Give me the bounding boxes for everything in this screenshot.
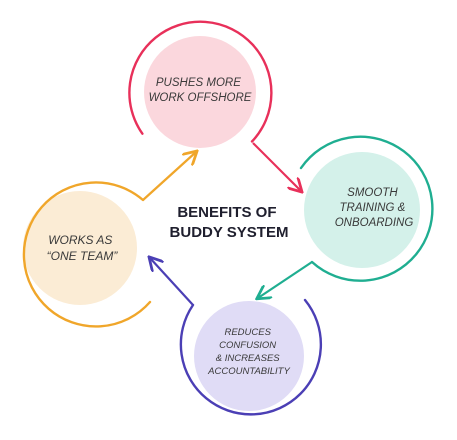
svg-text:WORKS AS “ONE TEAM”: WORKS AS “ONE TEAM” [47, 233, 119, 263]
center-title: BENEFITS OF BUDDY SYSTEM [170, 204, 289, 241]
arrow-one-team-to-offshore [142, 152, 196, 201]
node-accountability-line-4: ACCOUNTABILITY [207, 366, 290, 377]
node-accountability-fill [194, 301, 304, 411]
node-training-line-1: SMOOTH [347, 187, 398, 199]
svg-text:REDUCES CONFUSION: REDUCES CONFUSION & INCREASES ACCOUNTABI… [207, 327, 290, 377]
node-one-team-fill [23, 191, 137, 305]
arrow-training-to-accountability [258, 261, 313, 298]
node-one-team-line-1: WORKS AS [48, 233, 112, 247]
node-offshore-ring [128, 20, 273, 143]
arrow-accountability-to-one-team [150, 258, 194, 306]
node-accountability-line-1: REDUCES [224, 327, 271, 338]
node-training: SMOOTH TRAINING & ONBOARDING [299, 135, 434, 282]
svg-text:PUSHES MORE WORK OFFSHOR: PUSHES MORE WORK OFFSHORE [149, 77, 252, 104]
node-offshore-line-2: WORK OFFSHORE [149, 92, 252, 104]
node-training-line-3: ONBOARDING [335, 217, 414, 229]
node-offshore-line-1: PUSHES MORE [156, 77, 241, 89]
node-one-team-line-2: “ONE TEAM” [47, 249, 119, 263]
node-accountability: REDUCES CONFUSION & INCREASES ACCOUNTABI… [179, 298, 323, 416]
node-one-team: WORKS AS “ONE TEAM” [22, 181, 152, 328]
node-training-ring [299, 135, 434, 282]
node-accountability-line-2: CONFUSION [219, 340, 276, 351]
node-accountability-line-3: & INCREASES [216, 353, 281, 364]
node-training-fill [304, 152, 420, 268]
center-title-line-2: BUDDY SYSTEM [170, 224, 289, 241]
node-accountability-ring [179, 298, 323, 416]
center-title-line-1: BENEFITS OF [177, 204, 276, 221]
node-training-line-2: TRAINING & [339, 202, 405, 214]
node-offshore: PUSHES MORE WORK OFFSHORE [128, 20, 273, 148]
svg-text:SMOOTH TRAINING &: SMOOTH TRAINING & ONBOARDING [335, 187, 414, 229]
node-offshore-fill [144, 36, 256, 148]
arrow-offshore-to-training [252, 142, 301, 191]
node-one-team-ring [22, 181, 152, 328]
